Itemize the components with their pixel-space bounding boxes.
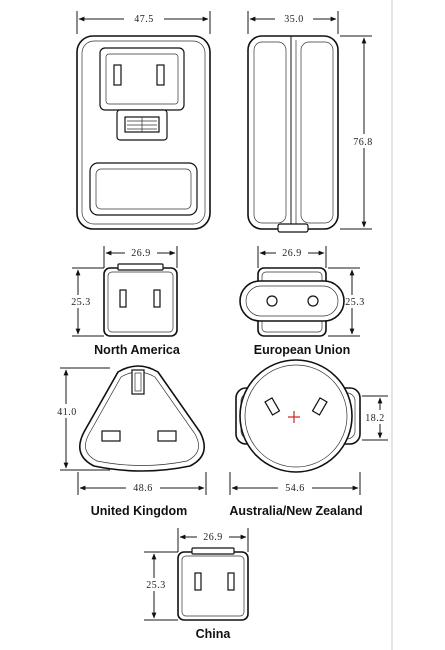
china-plug: 26.9 25.3 China (141, 528, 249, 641)
na-width-label: 26.9 (131, 248, 151, 259)
cn-plug-body (177, 551, 249, 621)
eu-height-label: 25.3 (345, 297, 365, 308)
united-kingdom-label: United Kingdom (91, 504, 188, 518)
au-height-label: 18.2 (365, 413, 385, 424)
na-height-label: 25.3 (71, 297, 91, 308)
european-union-label: European Union (254, 343, 351, 357)
prong-left (113, 64, 122, 86)
au-pin-right (311, 397, 328, 416)
north-america-label: North America (94, 343, 181, 357)
eu-pin-left (266, 295, 278, 307)
prong-right (156, 64, 165, 86)
uk-plug-body (78, 365, 206, 472)
na-plug-body (103, 267, 178, 337)
na-prong-left (119, 289, 127, 308)
cn-width-label: 26.9 (203, 532, 223, 543)
cn-height-label: 25.3 (146, 580, 166, 591)
uk-width-label: 48.6 (133, 483, 153, 494)
north-america-plug: 26.9 25.3 North America (66, 246, 181, 357)
china-label: China (196, 627, 232, 641)
australia-nz-label: Australia/New Zealand (229, 504, 362, 518)
adapter-height-label: 76.8 (353, 137, 373, 148)
eu-plug-face (239, 280, 345, 322)
cn-prong-left (194, 572, 202, 591)
au-width-label: 54.6 (285, 483, 305, 494)
uk-pin-left (101, 430, 121, 442)
au-plug-face (239, 359, 353, 473)
adapter-side-view: 35.0 76.8 (247, 11, 380, 233)
australia-nz-plug: 54.6 18.2 Australia/New Zealand (229, 359, 390, 518)
uk-earth-pin (131, 369, 145, 395)
european-union-plug: 26.9 25.3 European Union (239, 246, 370, 357)
adapter-side-body (247, 35, 339, 230)
label-window (89, 162, 198, 216)
cn-prong-right (227, 572, 235, 591)
na-prong-right (153, 289, 161, 308)
prong-panel (99, 47, 185, 111)
eu-width-label: 26.9 (282, 248, 302, 259)
uk-height-label: 41.0 (57, 407, 77, 418)
uk-pin-right (157, 430, 177, 442)
eu-pin-right (307, 295, 319, 307)
united-kingdom-plug: 41.0 48.6 United Kingdom (52, 365, 207, 518)
au-pin-left (264, 397, 281, 416)
adapter-side-width-label: 35.0 (284, 14, 304, 25)
adapter-front-width-label: 47.5 (134, 14, 154, 25)
adapter-front-view: 47.5 (76, 11, 211, 230)
